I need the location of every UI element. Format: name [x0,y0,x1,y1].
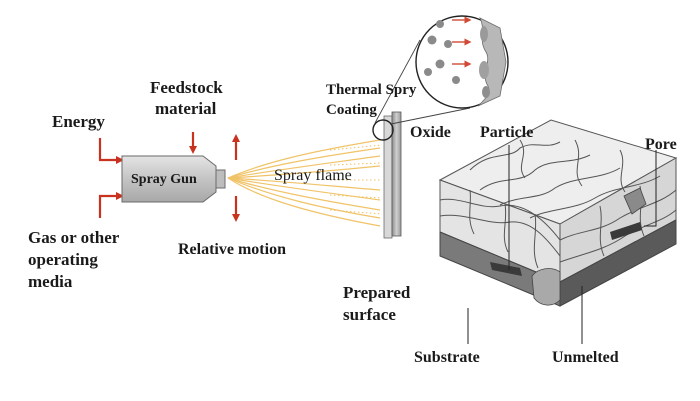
energy-arrow [98,138,124,164]
relative-motion-label: Relative motion [178,241,286,258]
coating-label-line2: Coating [326,102,377,118]
spray-flame [227,139,381,227]
feedstock-label-line1: Feedstock [150,78,223,97]
spray-flame-label: Spray flame [274,167,352,184]
unmelted-label: Unmelted [552,349,619,366]
zoom-connector [372,39,471,141]
spray-stream-dots [329,144,383,215]
feedstock-label-line2: material [155,99,217,118]
leader-lines [467,145,657,344]
gas-label-line2: operating [28,250,98,269]
prepared-surface-line2: surface [343,305,396,324]
coating-block [438,119,678,307]
pore-label: Pore [645,136,677,153]
prepared-surface-line1: Prepared [343,283,411,302]
gas-label-line3: media [28,272,73,291]
coating-plate [383,111,402,239]
magnified-view [415,15,509,109]
spray-gun [121,155,226,203]
spray-gun-label: Spray Gun [131,172,197,187]
gas-label-line1: Gas or other [28,228,120,247]
energy-label: Energy [52,112,105,131]
substrate-label: Substrate [414,349,480,366]
gas-arrow [98,192,124,218]
oxide-label: Oxide [410,124,451,141]
particle-label: Particle [480,124,534,141]
coating-label-line1: Thermal Spry [326,82,417,98]
